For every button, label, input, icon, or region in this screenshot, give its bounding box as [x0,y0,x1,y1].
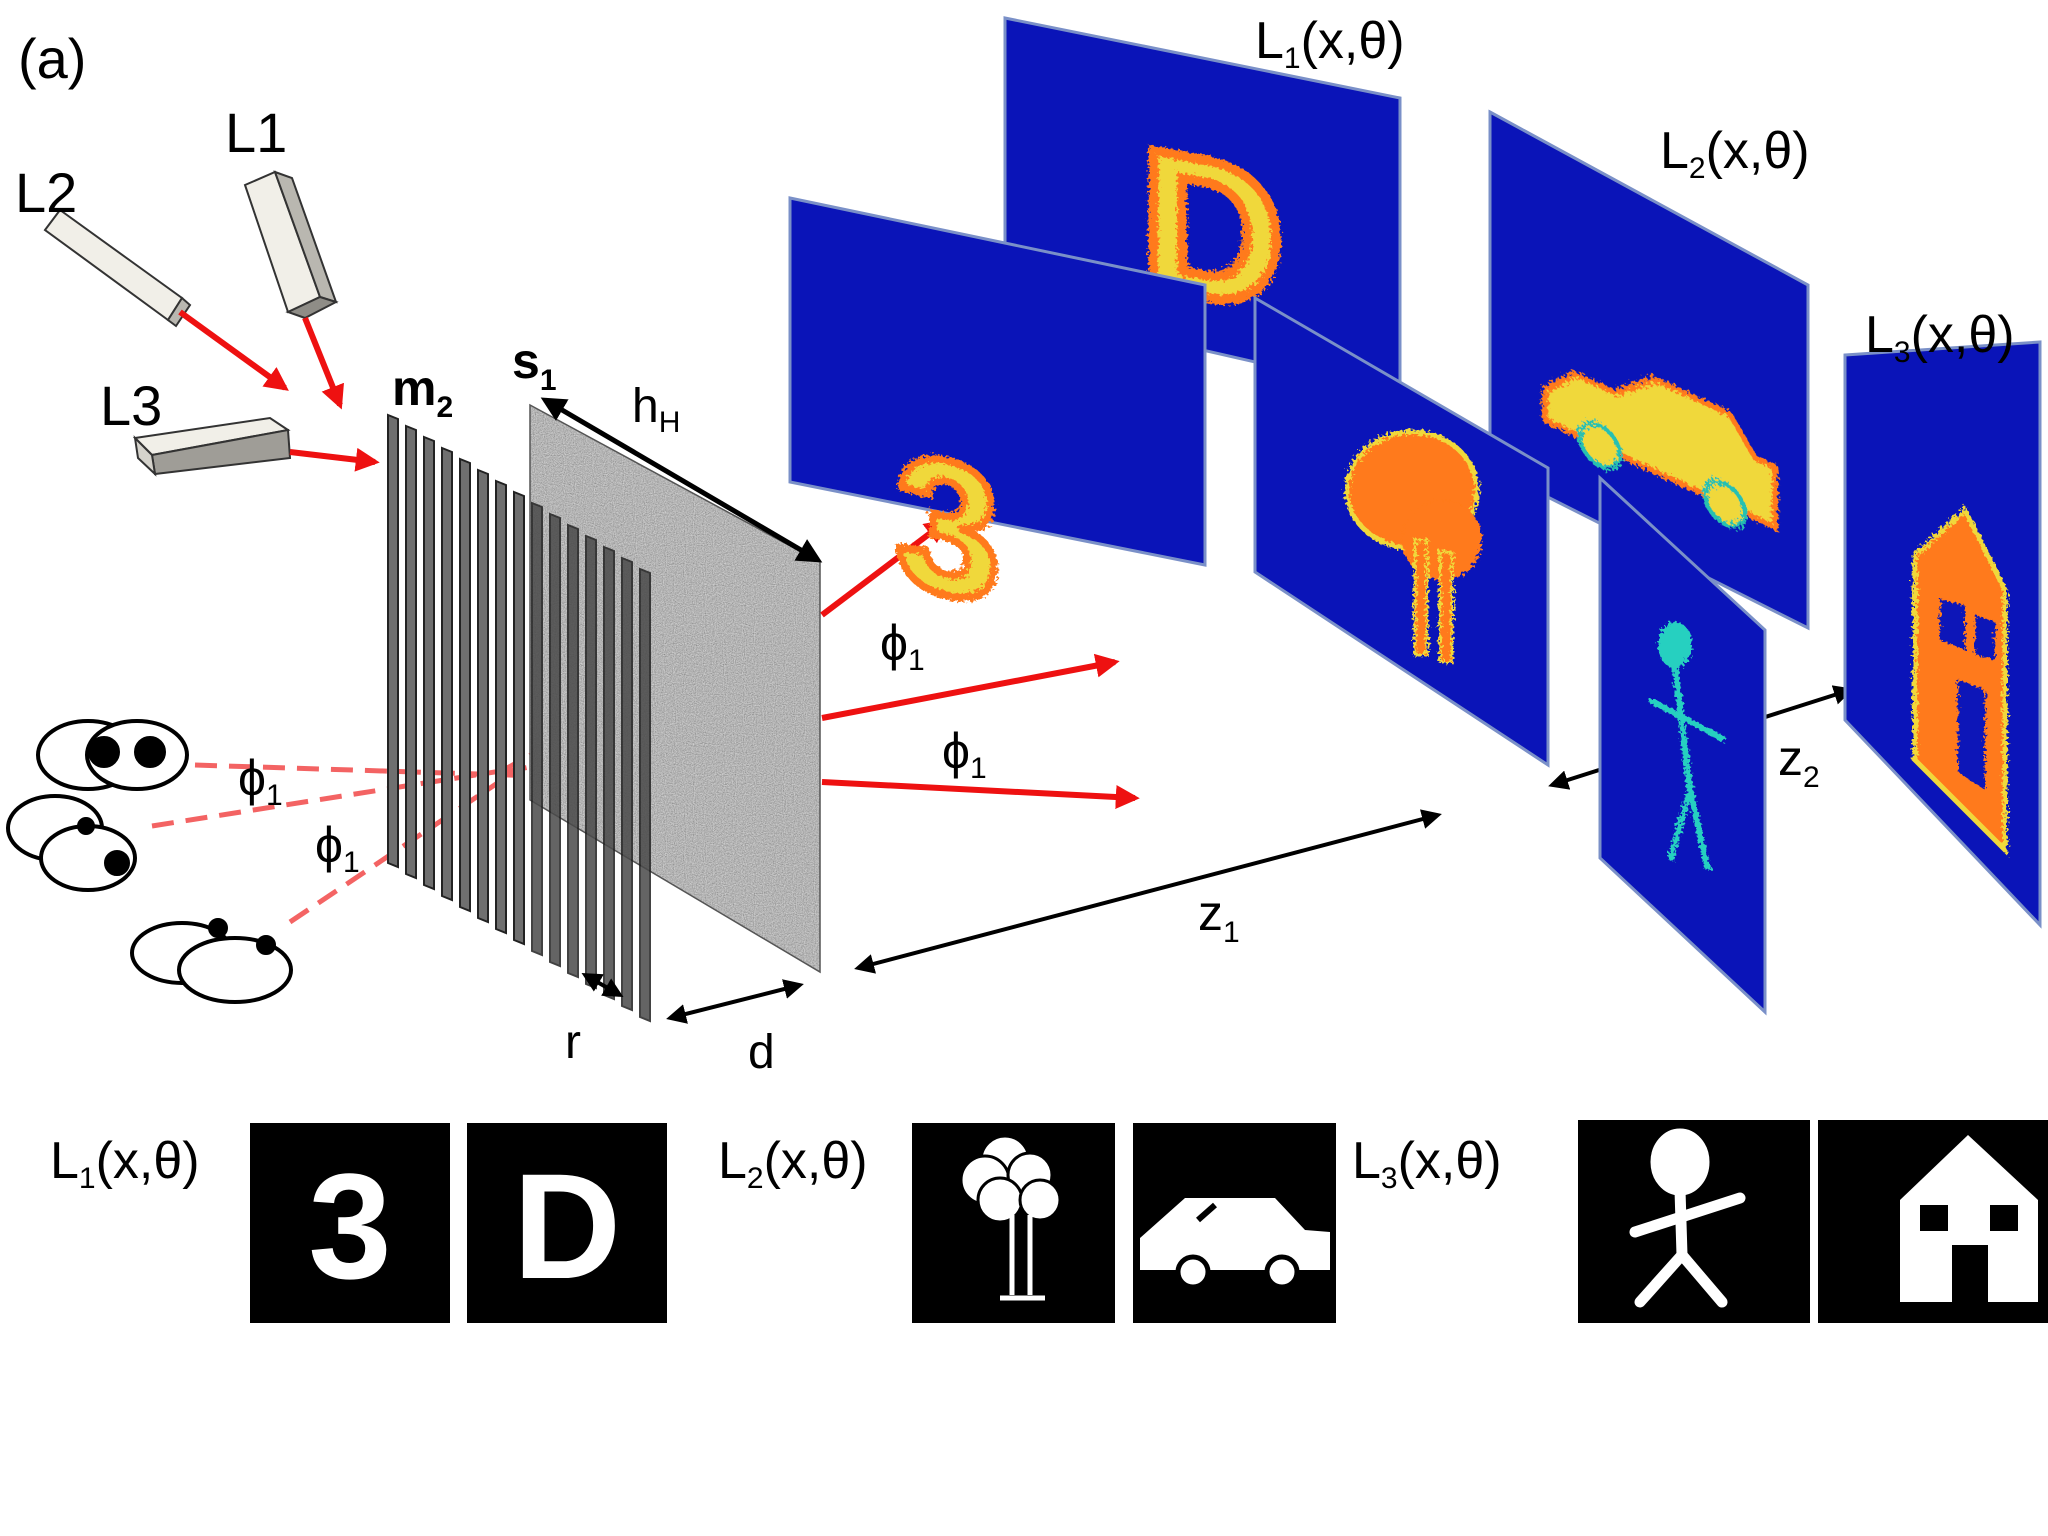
laser-label-L1: L1 [225,101,287,164]
panel-label: (a) [18,27,86,90]
reconstruction-label-L3: L3(x,θ) [1865,306,2015,369]
tree-icon [959,1134,1062,1224]
distance-z1-label: z1 [1198,885,1240,949]
target-label-L3: L3(x,θ) [1352,1132,1502,1195]
target-image-D: D [467,1123,667,1323]
outgoing-beams [820,519,1140,810]
laser-label-L3: L3 [100,374,162,437]
mask-strip [603,545,615,1001]
dimension-d [666,979,804,1024]
eye-pair-middle [6,794,137,892]
svg-text:D: D [513,1142,621,1310]
mask-strip [585,534,597,990]
reconstruction-label-L2: L2(x,θ) [1660,122,1810,185]
phi-label-beam-2: ϕ1 [942,723,987,785]
reconstruction-screen-house [1843,340,2042,929]
distance-z2-label: z2 [1778,730,1820,794]
mask-strip [423,435,435,891]
screen-label: s1 [512,333,557,397]
laser-L1 [243,170,339,320]
car-icon [1140,1198,1330,1290]
mask-m2 [387,413,525,946]
laser-L3 [132,416,292,477]
spacing-r-label: r [565,1016,581,1069]
mask-strip [459,457,471,913]
hologram-height-label: hH [632,380,680,439]
mask-strip [405,424,417,880]
target-label-L1: L1(x,θ) [50,1132,200,1195]
svg-text:3: 3 [895,410,1001,645]
reconstruction-label-L1: L1(x,θ) [1255,12,1405,75]
dimension-hH [540,397,823,563]
phi-label-beam-1: ϕ1 [880,615,925,677]
phi-label-eye-1: ϕ1 [238,750,283,812]
target-image-3: 3 [250,1123,450,1323]
svg-text:3: 3 [308,1142,391,1310]
laser-L2 [43,208,192,328]
dimension-r [581,973,624,997]
laser-label-L2: L2 [15,161,77,224]
stick-figure-icon [1629,1128,1746,1308]
target-image-tree [912,1123,1115,1323]
mask-strip [621,556,633,1012]
mask-m2-front [531,501,651,1023]
target-label-L2: L2(x,θ) [718,1132,868,1195]
phi-label-eye-2: ϕ1 [315,817,360,879]
eye-pair-top [36,719,189,791]
spacing-d-label: d [748,1026,775,1079]
mask-label: m2 [392,360,453,424]
incident-beams [178,309,380,472]
mask-strip [477,468,489,924]
reconstruction-screen-3: 3 [788,196,1207,649]
mask-strip [531,501,543,957]
mask-strip [495,479,507,935]
reconstruction-screen-car [1488,109,1810,631]
eye-pair-bottom [130,918,293,1004]
target-image-car [1133,1123,1336,1323]
mask-strip [567,523,579,979]
mask-strip [639,567,651,1023]
mask-strip [441,446,453,902]
mask-strip [513,490,525,946]
mask-strip [549,512,561,968]
reconstruction-screen-stick-figure [1598,474,1767,1016]
house-icon [1900,1135,2038,1302]
target-image-house [1818,1120,2048,1323]
eyes [6,719,293,1004]
mask-strip [387,413,399,869]
dimension-z1 [854,809,1442,974]
target-image-stick-figure [1578,1120,1810,1323]
reconstruction-screen-tree [1253,295,1550,768]
